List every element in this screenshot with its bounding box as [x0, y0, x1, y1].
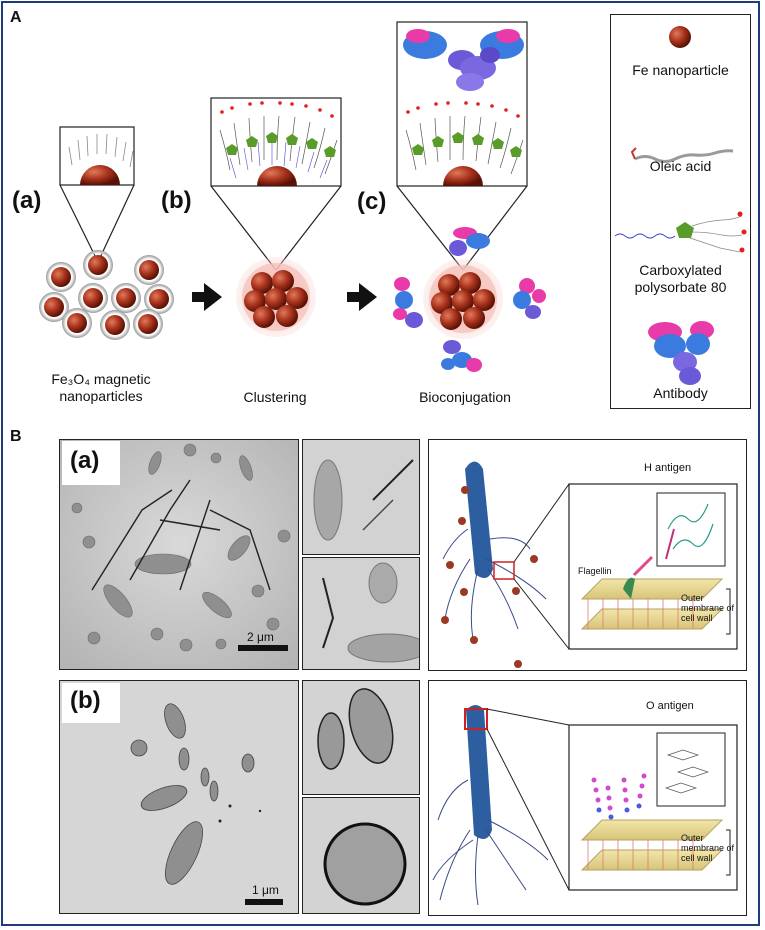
legend-carboxylated-polysorbate: Carboxylated polysorbate 80 [634, 262, 727, 295]
h-antigen-illustration [441, 461, 738, 668]
caption-nanoparticles: Fe₃O₄ magnetic nanoparticles [51, 371, 151, 404]
scale-label-a: 2 μm [247, 630, 274, 644]
outer-membrane-label-a: Outer membrane of cell wall [681, 593, 735, 623]
legend-icons [614, 26, 747, 385]
scale-label-b: 1 μm [252, 883, 279, 897]
outer-membrane-label-b: Outer membrane of cell wall [681, 833, 735, 863]
label-b-clustering: (b) [161, 187, 192, 214]
o-antigen-illustration [432, 705, 738, 906]
tem-image-a-bottom [302, 557, 420, 670]
legend-oleic-acid: Oleic acid [649, 158, 712, 174]
o-antigen-title: O antigen [646, 700, 694, 712]
legend-antibody: Antibody [653, 385, 708, 401]
label-a-dispersed: (a) [12, 187, 42, 214]
row-b-label: (b) [70, 687, 101, 714]
legend-box [610, 14, 751, 409]
scale-bar-b [245, 899, 283, 905]
caption-clustering: Clustering [243, 389, 307, 405]
tem-image-a-top [302, 439, 420, 555]
panel-a-diagram [39, 21, 546, 372]
caption-bioconjugation: Bioconjugation [419, 389, 511, 405]
legend-fe-nanoparticle: Fe nanoparticle [632, 62, 729, 78]
panel-b-label: B [10, 428, 22, 445]
tem-image-b-bottom [302, 797, 420, 914]
flagellin-label: Flagellin [578, 566, 612, 576]
tem-image-b-top [302, 680, 420, 795]
h-antigen-title: H antigen [644, 462, 692, 474]
panel-a-label: A [10, 9, 22, 26]
scale-bar-a [238, 645, 288, 651]
row-a-label: (a) [70, 447, 100, 474]
label-c-bioconjugation: (c) [357, 188, 387, 215]
